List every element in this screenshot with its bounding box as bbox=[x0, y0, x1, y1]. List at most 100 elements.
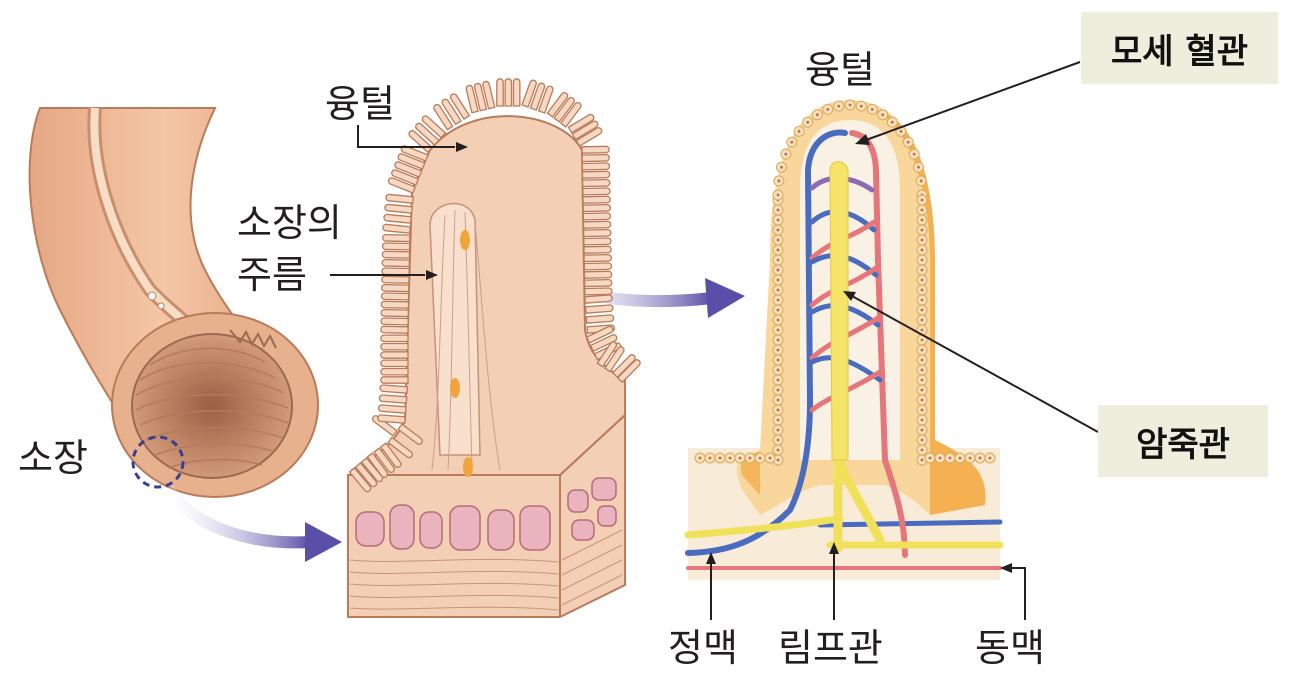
villus-projection bbox=[529, 82, 546, 111]
villus-projection bbox=[382, 234, 411, 243]
cell-nucleus bbox=[815, 113, 819, 117]
label-artery: 동맥 bbox=[975, 626, 1045, 670]
villus-projection bbox=[582, 195, 611, 204]
cell-nucleus bbox=[776, 278, 780, 282]
villus-projection bbox=[391, 169, 420, 186]
villus-projection bbox=[596, 341, 618, 368]
small-intestine-tube bbox=[28, 107, 319, 498]
cell-nucleus bbox=[776, 248, 780, 252]
villus-projection bbox=[582, 229, 612, 238]
cell-nucleus bbox=[920, 438, 924, 442]
villus-projection bbox=[582, 212, 612, 221]
villus-projection bbox=[567, 113, 595, 134]
label-capillary: 모세 혈관 bbox=[1081, 12, 1278, 84]
villus-projection bbox=[385, 193, 415, 204]
cell-nucleus bbox=[776, 398, 780, 402]
villus-projection bbox=[584, 287, 613, 296]
villus-projection bbox=[381, 242, 411, 251]
cell-nucleus bbox=[776, 438, 780, 442]
cell-nucleus bbox=[776, 258, 780, 262]
villus-projection bbox=[521, 79, 537, 108]
cell-nucleus bbox=[938, 456, 942, 460]
cell-nucleus bbox=[806, 120, 810, 124]
cell-nucleus bbox=[776, 378, 780, 382]
cell-nucleus bbox=[776, 348, 780, 352]
cell-nucleus bbox=[776, 298, 780, 302]
cell-nucleus bbox=[784, 152, 788, 156]
villus-projection bbox=[583, 262, 613, 271]
villus-projection bbox=[482, 80, 496, 110]
cell-nucleus bbox=[920, 348, 924, 352]
villus-projection bbox=[433, 103, 454, 131]
cell-nucleus bbox=[776, 288, 780, 292]
cell-nucleus bbox=[920, 338, 924, 342]
villus-projection bbox=[397, 153, 426, 170]
villus-projection bbox=[582, 220, 612, 229]
villus-projection bbox=[585, 325, 614, 344]
cell-nucleus bbox=[920, 288, 924, 292]
villus-projection bbox=[380, 300, 410, 309]
cell-nucleus bbox=[958, 456, 962, 460]
cell-nucleus bbox=[917, 165, 920, 169]
villus-projection bbox=[571, 120, 599, 141]
cell-nucleus bbox=[776, 338, 780, 342]
cell-nucleus bbox=[776, 408, 780, 412]
label-fold-line2: 주름 bbox=[237, 253, 307, 297]
cell-nucleus bbox=[718, 456, 722, 460]
villus-projection bbox=[584, 294, 613, 304]
villus-projection bbox=[381, 284, 410, 293]
cell-nucleus bbox=[920, 278, 924, 282]
cell-nucleus bbox=[920, 218, 924, 222]
cell-nucleus bbox=[920, 238, 924, 242]
cell-nucleus bbox=[776, 308, 780, 312]
cell-nucleus bbox=[920, 428, 924, 432]
cell-nucleus bbox=[797, 129, 801, 133]
cell-nucleus bbox=[920, 418, 924, 422]
villus-projection bbox=[582, 204, 611, 213]
label-fold-line1: 소장의 bbox=[237, 201, 342, 245]
villus-projection bbox=[387, 436, 414, 459]
cell-nucleus bbox=[777, 179, 781, 183]
cell-nucleus bbox=[776, 193, 780, 197]
cell-nucleus bbox=[920, 408, 924, 412]
cell-nucleus bbox=[920, 208, 924, 212]
cell-nucleus bbox=[948, 456, 952, 460]
villus-projection bbox=[583, 254, 612, 263]
cell-nucleus bbox=[920, 458, 924, 462]
cell-nucleus bbox=[920, 228, 924, 232]
villus-projection bbox=[397, 423, 424, 445]
cell-nucleus bbox=[920, 198, 924, 202]
villus-projection bbox=[373, 447, 395, 474]
villus-projection bbox=[496, 78, 504, 107]
villus-projection bbox=[387, 177, 417, 194]
cell-nucleus bbox=[790, 140, 794, 144]
cell-nucleus bbox=[920, 308, 924, 312]
villus-projection bbox=[465, 84, 479, 114]
villus-projection bbox=[546, 91, 569, 118]
villus-projection bbox=[381, 250, 411, 259]
villus-projection bbox=[575, 127, 603, 147]
cell-nucleus bbox=[738, 456, 742, 460]
villus-projection bbox=[379, 442, 402, 469]
pointer-lines bbox=[330, 61, 1099, 620]
villus-projection bbox=[380, 342, 409, 351]
villus-projection bbox=[380, 309, 410, 318]
villus-projection bbox=[380, 359, 409, 368]
villus-projection bbox=[378, 404, 407, 414]
villus-projection bbox=[603, 346, 625, 373]
villus-projection bbox=[378, 394, 408, 404]
villus-projection bbox=[581, 179, 611, 188]
villus-projection bbox=[584, 304, 614, 314]
villus-projection bbox=[380, 334, 409, 343]
villus-projection bbox=[581, 154, 610, 163]
zoom-arrow-1 bbox=[162, 484, 342, 562]
villus-projection bbox=[473, 82, 488, 112]
villus-detail bbox=[684, 99, 1004, 580]
label-vein: 정맥 bbox=[668, 626, 738, 670]
cell-nucleus bbox=[859, 104, 863, 108]
villus-projection bbox=[537, 85, 554, 114]
label-lymph: 림프관 bbox=[778, 626, 883, 670]
cell-nucleus bbox=[920, 388, 924, 392]
